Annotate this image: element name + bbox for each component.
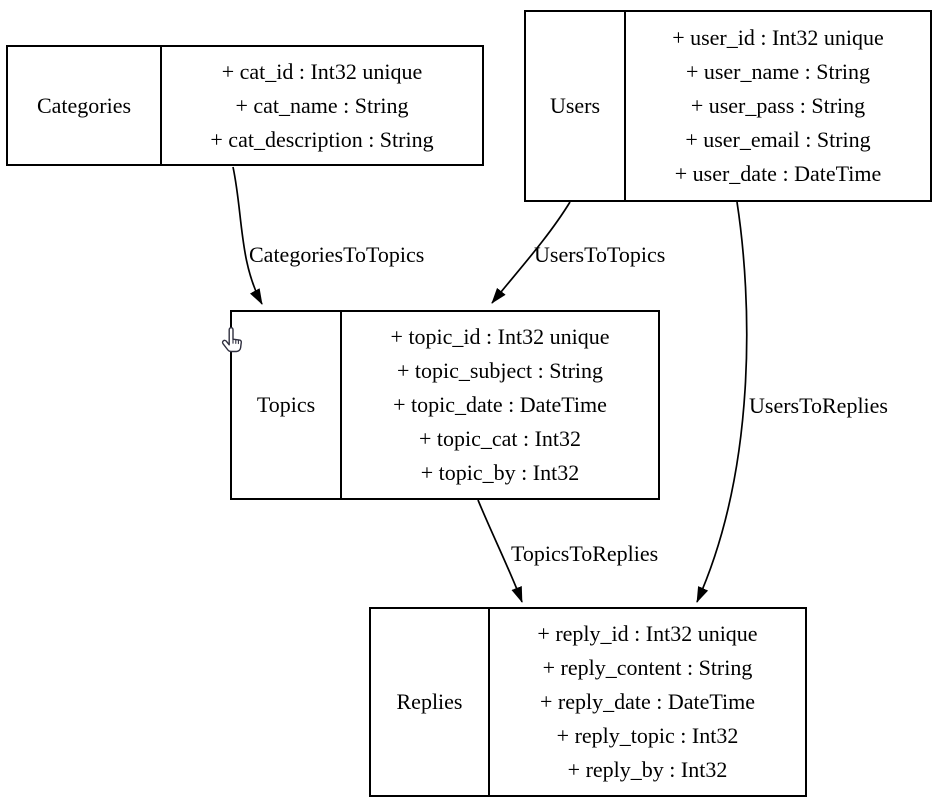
entity-attribute: + topic_by : Int32: [420, 460, 580, 485]
entity-attribute: + topic_id : Int32 unique: [390, 324, 610, 349]
entity-attribute: + reply_topic : Int32: [556, 723, 739, 748]
entity-categories: Categories + cat_id : Int32 unique + cat…: [6, 45, 484, 166]
entity-name-users: Users: [526, 12, 626, 200]
entity-attributes-categories: + cat_id : Int32 unique + cat_name : Str…: [162, 47, 482, 164]
entity-attribute: + cat_description : String: [210, 126, 434, 152]
entity-attribute: + reply_by : Int32: [567, 757, 728, 782]
entity-replies: Replies + reply_id : Int32 unique + repl…: [369, 607, 807, 797]
entity-attribute: + topic_subject : String: [396, 358, 604, 383]
entity-users: Users + user_id : Int32 unique + user_na…: [524, 10, 932, 202]
entity-name-topics: Topics: [232, 312, 342, 498]
entity-attributes-replies: + reply_id : Int32 unique + reply_conten…: [490, 609, 805, 795]
hand-pointer-icon: [221, 327, 243, 353]
relationship-label-users-to-topics: UsersToTopics: [534, 242, 666, 267]
entity-attribute: + user_name : String: [685, 59, 871, 84]
entity-attribute: + reply_date : DateTime: [539, 689, 756, 714]
entity-name-replies: Replies: [371, 609, 490, 795]
entity-attribute: + reply_content : String: [542, 655, 753, 680]
entity-attribute: + topic_date : DateTime: [393, 392, 607, 417]
relationship-label-topics-to-replies: TopicsToReplies: [511, 541, 659, 566]
relationship-label-categories-to-topics: CategoriesToTopics: [249, 242, 425, 267]
entity-attribute: + user_date : DateTime: [674, 161, 882, 186]
entity-attribute: + user_email : String: [685, 127, 871, 152]
entity-attributes-users: + user_id : Int32 unique + user_name : S…: [626, 12, 930, 200]
entity-topics: Topics + topic_id : Int32 unique + topic…: [230, 310, 660, 500]
entity-attribute: + reply_id : Int32 unique: [537, 621, 758, 646]
entity-name-categories: Categories: [8, 47, 162, 164]
edge-categories-to-topics: [232, 166, 263, 305]
entity-attribute: + user_id : Int32 unique: [672, 25, 884, 50]
edge-users-to-replies: [696, 201, 748, 603]
entity-attribute: + topic_cat : Int32: [418, 426, 582, 451]
entity-attributes-topics: + topic_id : Int32 unique + topic_subjec…: [342, 312, 658, 498]
entity-attribute: + cat_name : String: [235, 92, 409, 118]
relationship-label-users-to-replies: UsersToReplies: [749, 393, 888, 418]
entity-attribute: + user_pass : String: [690, 93, 866, 118]
entity-attribute: + cat_id : Int32 unique: [221, 58, 423, 84]
